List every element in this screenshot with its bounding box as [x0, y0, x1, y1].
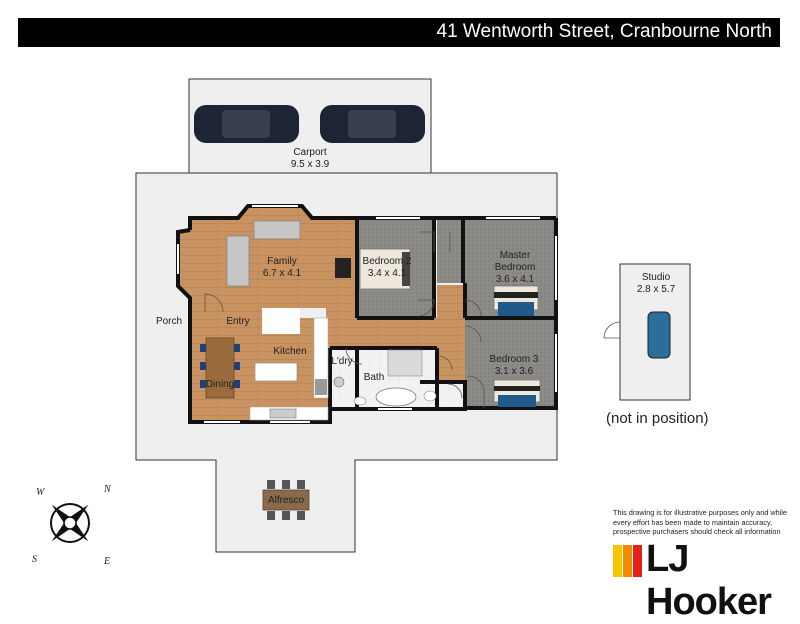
entry-label: Entry [226, 316, 249, 327]
car-left [194, 105, 299, 143]
kitchen-island [254, 362, 298, 382]
hall-floor [330, 285, 465, 380]
dining-table [200, 337, 240, 399]
floor-plan: Carport 9.5 x 3.9 Family 6.7 x 4.1 Bedro… [32, 78, 691, 577]
lj-hooker-logo-text: LJ Hooker [646, 538, 772, 623]
carport-label: Carport [293, 147, 327, 158]
washing-machine [333, 376, 345, 388]
cooktop [315, 379, 327, 395]
studio-spa [647, 311, 671, 359]
bedroom3-size: 3.1 x 3.6 [495, 366, 534, 377]
family-floor [178, 206, 357, 334]
laundry-label: L'dry [331, 356, 352, 367]
studio-door-swing [603, 321, 621, 339]
carport-size: 9.5 x 3.9 [291, 159, 330, 170]
studio-label: Studio [642, 272, 671, 283]
bath-label: Bath [364, 372, 385, 383]
compass-rose [50, 503, 90, 543]
master-size: 3.6 x 4.1 [496, 274, 535, 285]
lj-hooker-logo-bars [613, 545, 642, 577]
bedroom2-size: 3.4 x 4.1 [368, 268, 407, 279]
bathtub [375, 387, 417, 407]
studio-size: 2.8 x 5.7 [637, 284, 676, 295]
windows [177, 205, 557, 423]
master-label-2: Bedroom [495, 262, 536, 273]
dining-label: Dining [206, 379, 234, 390]
kitchen-label: Kitchen [273, 346, 306, 357]
kitchen-bench-top [262, 308, 300, 334]
lounge-suite [226, 220, 351, 287]
compass-w: W [36, 487, 46, 498]
toilet [423, 390, 437, 402]
family-label: Family [267, 256, 296, 267]
studio-position-note: (not in position) [606, 410, 709, 427]
alfresco-table [262, 480, 310, 520]
kitchen-bench-right [313, 317, 329, 399]
master-label: Master [500, 250, 531, 261]
compass-s: S [32, 554, 37, 565]
alfresco-label: Alfresco [268, 495, 305, 506]
bed-master [493, 285, 539, 316]
vanity-basin [353, 396, 367, 406]
compass-n: N [103, 484, 112, 495]
shower [387, 349, 423, 377]
sink [269, 408, 297, 419]
porch-label: Porch [156, 316, 182, 327]
disclaimer: This drawing is for illustrative purpose… [613, 508, 787, 537]
bedroom3-label: Bedroom 3 [490, 354, 539, 365]
bedroom2-label: Bedroom 2 [363, 256, 412, 267]
car-right [320, 105, 425, 143]
bed-bedroom2 [359, 248, 411, 290]
address-title: 41 Wentworth Street, Cranbourne North [436, 21, 773, 42]
family-size: 6.7 x 4.1 [263, 268, 302, 279]
door-swings [204, 231, 485, 408]
address-banner: 41 Wentworth Street, Cranbourne North [18, 18, 780, 47]
compass-e: E [103, 556, 110, 567]
bed-bedroom3 [493, 379, 541, 407]
